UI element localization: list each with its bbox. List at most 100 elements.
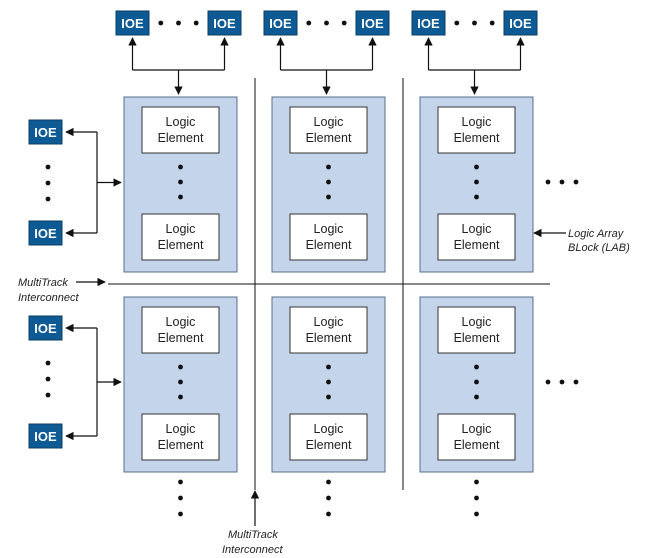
left-ioe-top: IOE xyxy=(28,119,63,145)
ellipsis-dot xyxy=(178,164,183,170)
logic-element-box xyxy=(437,106,516,154)
top-ioe-left: IOE xyxy=(263,10,298,36)
logic-element-label-line1: Logic xyxy=(166,315,196,329)
ellipsis-dot xyxy=(45,360,51,366)
top-ioe-left: IOE xyxy=(411,10,446,36)
logic-element-box xyxy=(437,306,516,354)
ellipsis-dot xyxy=(178,394,183,400)
ellipsis-dot xyxy=(45,376,51,382)
ioe-label: IOE xyxy=(34,125,57,140)
ellipsis-dot xyxy=(326,194,331,200)
ioe-label: IOE xyxy=(121,16,144,31)
ellipsis-dot xyxy=(474,394,479,400)
ioe-label: IOE xyxy=(417,16,440,31)
logic-element-label-line2: Element xyxy=(158,331,204,345)
logic-element-label-line2: Element xyxy=(158,438,204,452)
ellipsis-dot xyxy=(178,364,183,370)
ellipsis-dot xyxy=(341,20,347,26)
ellipsis-dot xyxy=(306,20,312,26)
logic-element-label-line2: Element xyxy=(306,438,352,452)
ioe-box xyxy=(263,10,298,36)
ellipsis-dot xyxy=(178,194,183,200)
logic-element-box xyxy=(437,213,516,261)
ioe-box xyxy=(28,315,63,341)
top-ioe-left: IOE xyxy=(115,10,150,36)
left-ioe-bottom: IOE xyxy=(28,220,63,246)
ioe-box xyxy=(411,10,446,36)
ellipsis-dot xyxy=(474,194,479,200)
top-ioe-right: IOE xyxy=(207,10,242,36)
logic-element-label-line1: Logic xyxy=(314,315,344,329)
ioe-box xyxy=(115,10,150,36)
ioe-label: IOE xyxy=(509,16,532,31)
ioe-label: IOE xyxy=(269,16,292,31)
ellipsis-dot xyxy=(474,479,479,485)
logic-array-blocks: LogicElementLogicElementLogicElementLogi… xyxy=(123,96,534,473)
logic-element-label-line2: Element xyxy=(158,131,204,145)
ellipsis-dot xyxy=(326,511,331,517)
ellipsis-dot xyxy=(45,196,51,202)
logic-element-box xyxy=(141,306,220,354)
ioe-label: IOE xyxy=(213,16,236,31)
logic-element-label-line2: Element xyxy=(306,238,352,252)
ioe-box xyxy=(207,10,242,36)
ellipsis-dot xyxy=(559,179,565,185)
logic-element-label-line2: Element xyxy=(454,438,500,452)
ioe-label: IOE xyxy=(34,321,57,336)
logic-element-label-line2: Element xyxy=(158,238,204,252)
ellipsis-dot xyxy=(326,495,331,501)
multitrack-left-label-line1: MultiTrack xyxy=(18,277,68,289)
ellipsis-dot xyxy=(158,20,164,26)
left-ioe-bottom: IOE xyxy=(28,423,63,449)
ioe-box xyxy=(28,220,63,246)
logic-element-label-line2: Element xyxy=(454,238,500,252)
ellipsis-dot xyxy=(573,379,579,385)
ellipsis-dot xyxy=(326,179,331,185)
ellipsis-dot xyxy=(324,20,329,26)
ioe-label: IOE xyxy=(34,429,57,444)
multitrack-bottom-label-line2: Interconnect xyxy=(222,544,283,556)
logic-element-box xyxy=(289,413,368,461)
ellipsis-dot xyxy=(178,495,183,501)
logic-element-label-line1: Logic xyxy=(462,222,492,236)
logic-element-label-line2: Element xyxy=(454,131,500,145)
lab-label-line1: Logic Array xyxy=(568,228,625,240)
ellipsis-dot xyxy=(474,179,479,185)
ioe-label: IOE xyxy=(34,226,57,241)
logic-element-box xyxy=(437,413,516,461)
ioe-label: IOE xyxy=(361,16,384,31)
logic-element-box xyxy=(141,413,220,461)
interconnect-lines xyxy=(65,37,566,526)
logic-element-label-line1: Logic xyxy=(314,422,344,436)
multitrack-bottom-label-line1: MultiTrack xyxy=(228,529,278,541)
ellipsis-dot xyxy=(474,379,479,385)
ellipsis-dot xyxy=(178,179,183,185)
ellipsis-dot xyxy=(178,479,183,485)
logic-element-box xyxy=(289,306,368,354)
ellipsis-dot xyxy=(454,20,460,26)
ellipsis-dot xyxy=(45,180,51,186)
ellipsis-dot xyxy=(326,364,331,370)
top-ioe-right: IOE xyxy=(355,10,390,36)
ellipsis-dot xyxy=(178,379,183,385)
ellipsis-dot xyxy=(193,20,199,26)
top-ioe-right: IOE xyxy=(503,10,538,36)
ellipsis-dot xyxy=(472,20,477,26)
ellipsis-dot xyxy=(474,164,479,170)
